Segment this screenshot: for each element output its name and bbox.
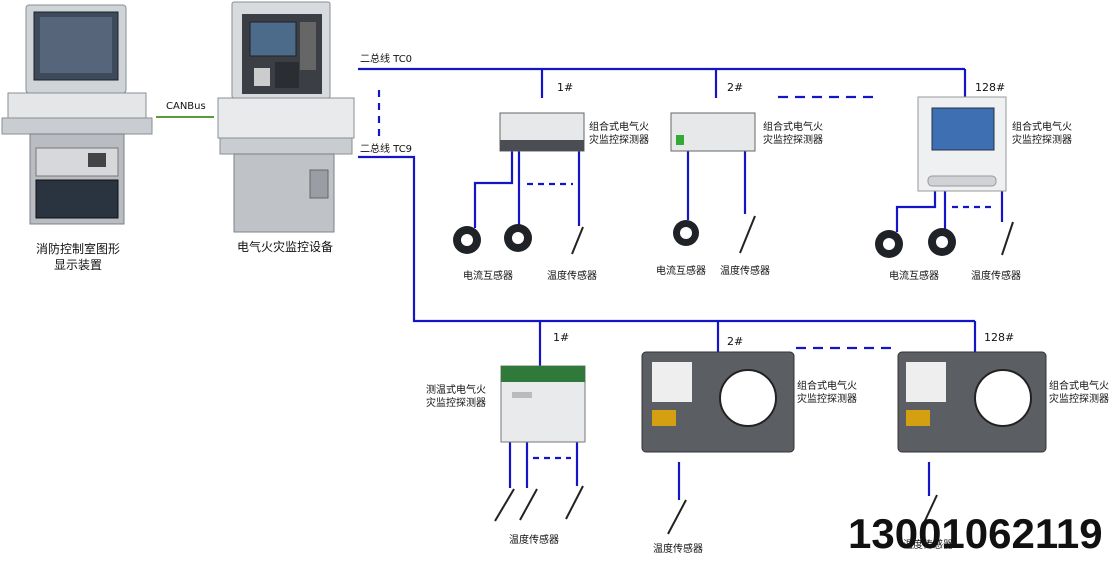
top-node-1-label: 1# — [557, 81, 574, 94]
top128-temp-sensor-label: 温度传感器 — [971, 271, 1021, 282]
bottom-detector-2 — [641, 351, 795, 453]
top-node-2-label: 2# — [727, 81, 744, 94]
monitor-console — [217, 1, 355, 233]
bottom128-temp-sensor-label: 温度传感器 — [903, 540, 953, 551]
top-detector-128 — [917, 96, 1007, 192]
top-detector-1 — [499, 112, 585, 152]
bottom-temp-detector-1 — [500, 365, 586, 443]
bottom-detector-2-desc: 组合式电气火 灾监控探测器 — [797, 381, 857, 405]
top1-temp-sensor-label: 温度传感器 — [547, 271, 597, 282]
bus-tc0-label: 二总线 TC0 — [360, 54, 413, 65]
bottom-temp-detector-desc: 测温式电气火 灾监控探测器 — [426, 385, 486, 409]
top1-current-sensor-label: 电流互感器 — [463, 271, 513, 282]
bus-lines — [358, 67, 1004, 500]
top128-current-sensor-label: 电流互感器 — [889, 271, 939, 282]
bottom1-temp-sensor-label: 温度传感器 — [509, 535, 559, 546]
top-detector-1-desc: 组合式电气火 灾监控探测器 — [589, 122, 649, 146]
bottom-node-2-label: 2# — [727, 335, 744, 348]
bottom2-temp-sensor-label: 温度传感器 — [653, 544, 703, 555]
display-device-label: 消防控制室图形 显示装置 — [35, 242, 120, 272]
bottom-node-1-label: 1# — [553, 331, 570, 344]
bottom-detector-128-desc: 组合式电气火 灾监控探测器 — [1049, 381, 1109, 405]
temp-probes — [494, 215, 1014, 535]
top2-current-sensor-label: 电流互感器 — [656, 266, 706, 277]
display-console — [1, 4, 153, 225]
monitor-device-label: 电气火灾监控设备 — [236, 240, 333, 254]
top2-temp-sensor-label: 温度传感器 — [720, 266, 770, 277]
bus-tc9-label: 二总线 TC9 — [360, 144, 413, 155]
bottom-detector-128 — [897, 351, 1047, 453]
top-node-128-label: 128# — [975, 81, 1006, 94]
top-detector-2 — [670, 112, 756, 152]
canbus-label: CANBus — [166, 101, 206, 112]
bottom-node-128-label: 128# — [984, 331, 1015, 344]
phone-number: 13001062119 — [848, 510, 1103, 557]
top-detector-2-desc: 组合式电气火 灾监控探测器 — [763, 122, 823, 146]
top-detector-128-desc: 组合式电气火 灾监控探测器 — [1012, 122, 1072, 146]
current-transformers — [453, 220, 956, 258]
